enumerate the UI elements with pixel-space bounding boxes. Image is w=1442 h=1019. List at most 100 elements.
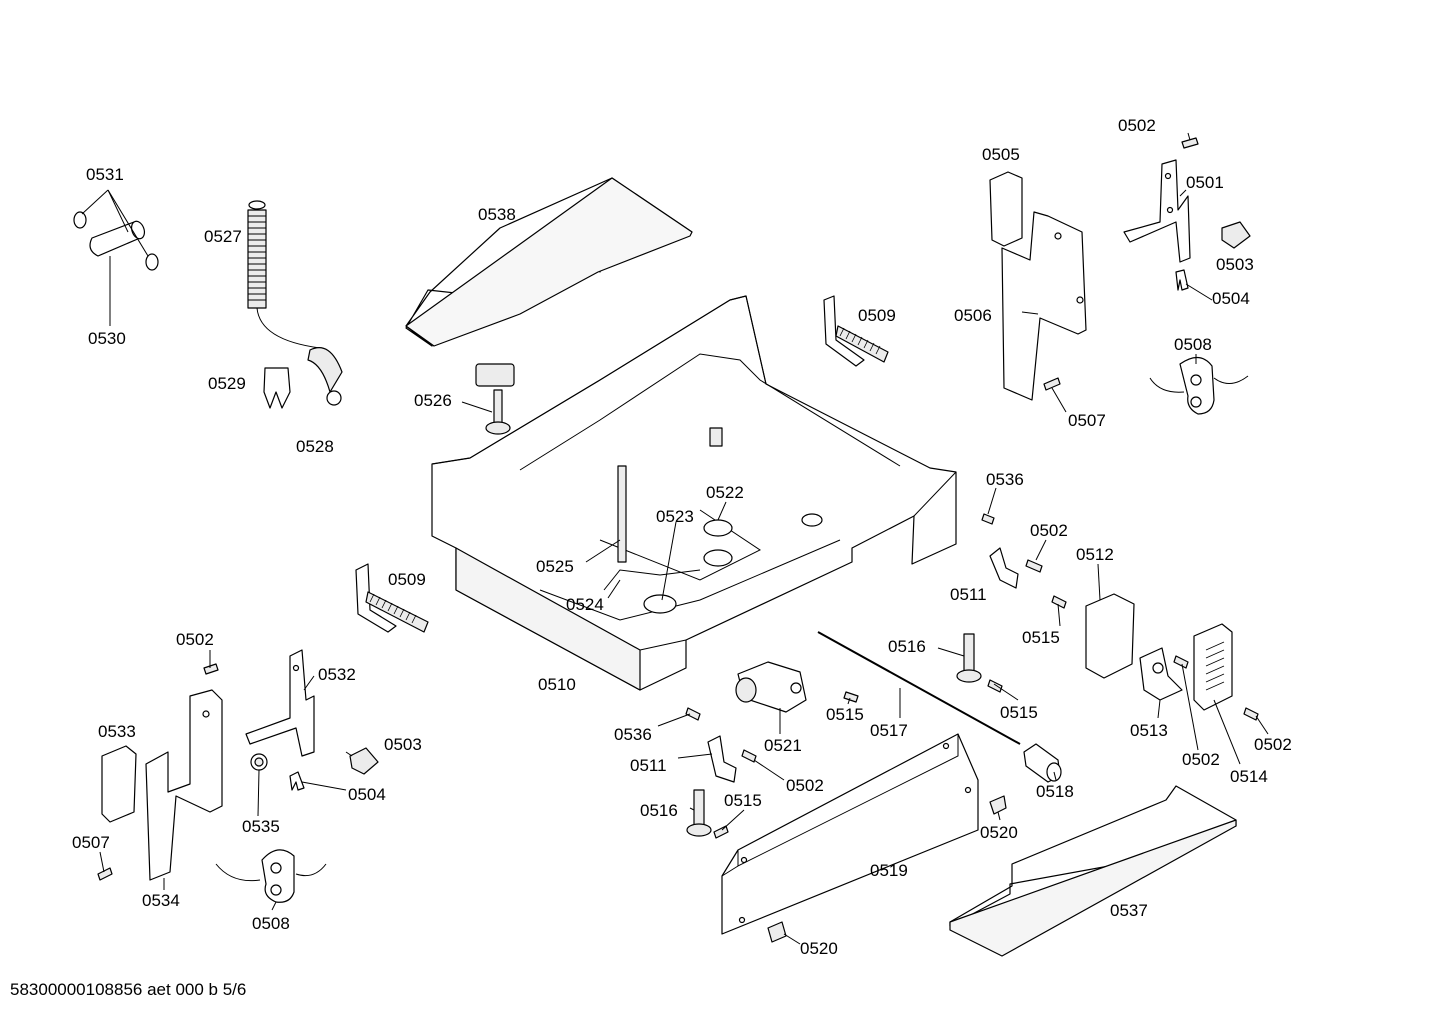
part-0507-screw-left — [97, 867, 113, 881]
part-0508-sensor-right — [1149, 356, 1249, 415]
part-0519-panel — [721, 733, 979, 935]
label-0523: 0523 — [656, 507, 694, 526]
label-0516-left: 0516 — [640, 801, 678, 820]
label-0511-left: 0511 — [630, 756, 667, 775]
label-0518: 0518 — [1036, 782, 1074, 801]
label-0512: 0512 — [1076, 545, 1114, 564]
label-0515-mid: 0515 — [826, 705, 864, 724]
label-0504-left: 0504 — [348, 785, 386, 804]
part-0511-bracket-left — [707, 735, 737, 783]
part-0517-rod — [817, 631, 1021, 745]
part-0502-screw-top — [1181, 137, 1199, 149]
label-0535: 0535 — [242, 817, 280, 836]
part-0502-screw-bottom — [741, 749, 757, 763]
label-0532: 0532 — [318, 665, 356, 684]
part-0515-screw-mid-2 — [843, 691, 859, 703]
label-0508-left: 0508 — [252, 914, 290, 933]
part-0503-clip-right — [1221, 221, 1251, 249]
label-0502-right-b: 0502 — [1182, 750, 1220, 769]
part-0515-screw-right — [1051, 595, 1067, 609]
drawing-reference-footer: 58300000108856 aet 000 b 5/6 — [10, 980, 247, 999]
label-0522: 0522 — [706, 483, 744, 502]
part-0511-bracket-right — [989, 547, 1019, 589]
label-0502-left: 0502 — [176, 630, 214, 649]
label-0506: 0506 — [954, 306, 992, 325]
part-0502-screw-right-4 — [1243, 707, 1259, 721]
part-0521-valve — [735, 661, 807, 713]
label-0515-bottom: 0515 — [724, 791, 762, 810]
part-0536-screw-right — [981, 513, 995, 525]
part-0506-bracket — [1001, 211, 1087, 401]
part-0516-foot-right — [956, 633, 982, 683]
part-0532-bracket — [245, 649, 315, 757]
label-0510: 0510 — [538, 675, 576, 694]
part-0534-bracket — [145, 689, 223, 881]
part-0516-foot-left — [686, 789, 712, 837]
label-0525: 0525 — [536, 557, 574, 576]
part-0507-screw-right — [1043, 377, 1061, 391]
label-0536-right: 0536 — [986, 470, 1024, 489]
part-0509-spring-right — [823, 295, 889, 367]
part-0509-spring-left — [355, 563, 429, 633]
label-0527: 0527 — [204, 227, 242, 246]
label-0502-bottom: 0502 — [786, 776, 824, 795]
part-0504-clip-left — [289, 771, 305, 791]
part-0515-screw-bottom — [713, 825, 729, 839]
part-0520-screw-right — [989, 795, 1007, 815]
label-0538: 0538 — [478, 205, 516, 224]
label-0515-mid-2: 0515 — [1000, 703, 1038, 722]
part-0502-screw-right-3 — [1173, 655, 1189, 669]
label-0509-right: 0509 — [858, 306, 896, 325]
part-0526-foot — [475, 363, 515, 435]
part-0518-knob — [1023, 743, 1062, 783]
label-0520-right: 0520 — [980, 823, 1018, 842]
label-0502-right-a: 0502 — [1030, 521, 1068, 540]
label-0503-left: 0503 — [384, 735, 422, 754]
label-0501: 0501 — [1186, 173, 1224, 192]
label-0534: 0534 — [142, 891, 180, 910]
part-0503-clip-left — [349, 747, 379, 775]
part-0512-cover — [1085, 593, 1135, 679]
label-0537: 0537 — [1110, 901, 1148, 920]
label-0505: 0505 — [982, 145, 1020, 164]
part-0508-sensor-left — [215, 849, 327, 903]
label-0524: 0524 — [566, 595, 604, 614]
label-0515-right: 0515 — [1022, 628, 1060, 647]
part-0513-bracket — [1139, 647, 1183, 701]
label-0528: 0528 — [296, 437, 334, 456]
part-0501-bracket — [1123, 159, 1191, 263]
label-0513: 0513 — [1130, 721, 1168, 740]
label-0531: 0531 — [86, 165, 124, 184]
label-0520-left: 0520 — [800, 939, 838, 958]
label-0504-right: 0504 — [1212, 289, 1250, 308]
label-0521: 0521 — [764, 736, 802, 755]
label-0517: 0517 — [870, 721, 908, 740]
part-0533-bracket — [101, 745, 137, 823]
part-0515-screw-mid — [987, 679, 1003, 693]
label-0516-right: 0516 — [888, 637, 926, 656]
part-0536-screw-left — [685, 707, 701, 721]
label-0508-right: 0508 — [1174, 335, 1212, 354]
part-0502-screw-right-2 — [1025, 559, 1043, 573]
part-labels: 0531 0530 0527 0529 0528 0538 0526 0509 … — [72, 116, 1292, 958]
leader-lines — [99, 132, 1269, 945]
part-0504-clip-right — [1175, 269, 1189, 291]
part-0530-sleeve — [73, 211, 159, 271]
label-0536-left: 0536 — [614, 725, 652, 744]
part-0514-cover — [1193, 623, 1233, 711]
part-0502-screw-left — [203, 663, 219, 675]
label-0503-right: 0503 — [1216, 255, 1254, 274]
label-0514: 0514 — [1230, 767, 1268, 786]
label-0533: 0533 — [98, 722, 136, 741]
label-0511-right: 0511 — [950, 585, 987, 604]
label-0519: 0519 — [870, 861, 908, 880]
label-0509-left: 0509 — [388, 570, 426, 589]
part-0510-base — [431, 295, 957, 691]
part-0535-grommet — [250, 753, 268, 771]
part-0520-screw-left — [767, 921, 787, 943]
part-0527-hose — [247, 200, 343, 406]
label-0507-left: 0507 — [72, 833, 110, 852]
label-0529: 0529 — [208, 374, 246, 393]
label-0502-right-c: 0502 — [1254, 735, 1292, 754]
